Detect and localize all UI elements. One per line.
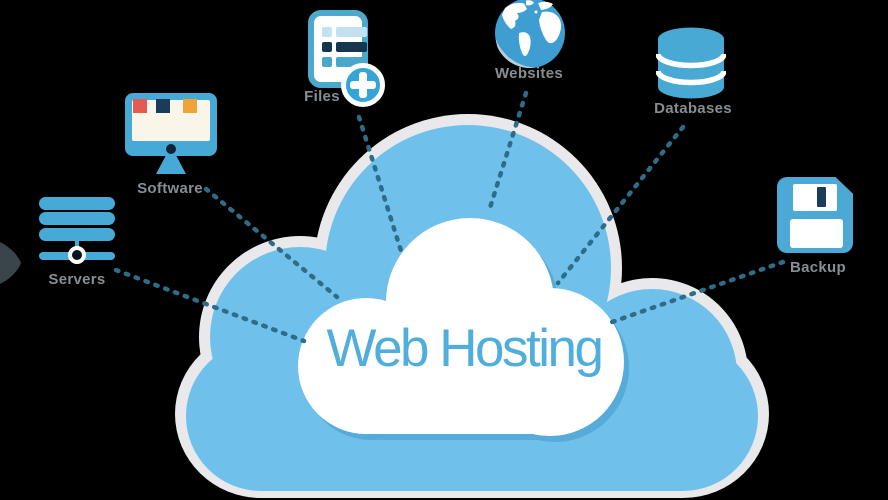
backup-label: Backup	[790, 259, 846, 276]
carousel-prev-arrow-icon	[0, 242, 21, 284]
monitor-button	[166, 144, 176, 154]
inner-cloud	[298, 218, 624, 436]
connector-servers-line	[113, 267, 307, 344]
files-label: Files	[304, 88, 340, 105]
connector-files-line	[356, 114, 405, 257]
servers-label: Servers	[48, 271, 106, 288]
add-file-plus-icon	[341, 63, 385, 107]
databases-label: Databases	[654, 100, 732, 117]
floppy-shutter	[793, 184, 837, 211]
software-label: Software	[137, 180, 203, 197]
connector-websites-line	[486, 90, 529, 214]
connector-software-line	[203, 186, 340, 300]
connector-backup-line	[609, 259, 786, 325]
websites-label: Websites	[495, 65, 563, 82]
files-icon	[308, 10, 408, 110]
diagram-title: Web Hosting	[326, 319, 604, 378]
databases-icon	[655, 26, 727, 100]
server-port-ring	[68, 246, 86, 264]
connector-databases-line	[555, 124, 686, 286]
connector-lines	[113, 90, 786, 344]
floppy-label-area	[790, 219, 843, 248]
software-icon	[125, 93, 217, 175]
servers-icon	[37, 196, 117, 268]
backup-floppy-icon	[777, 177, 853, 253]
document-shape	[308, 10, 368, 88]
monitor-stand	[156, 156, 186, 174]
websites-globe-icon	[492, 0, 568, 70]
